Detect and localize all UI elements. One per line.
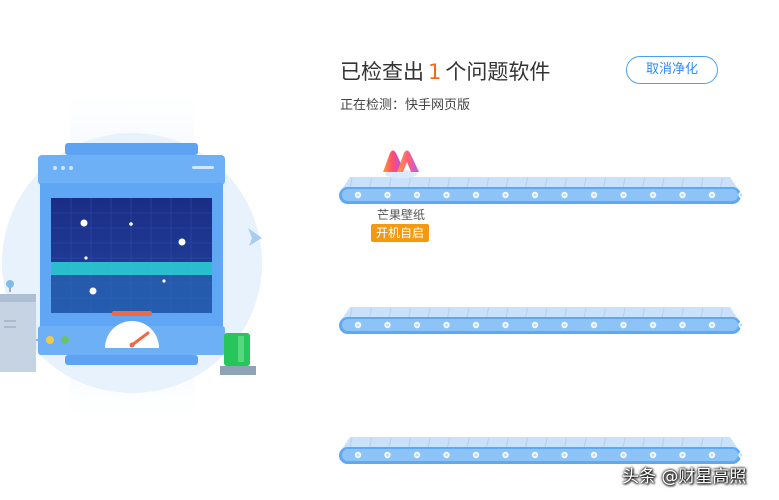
issue-count: 1 xyxy=(428,60,442,84)
title-prefix: 已检查出 xyxy=(340,60,424,84)
conveyor-belt-1 xyxy=(339,177,742,204)
conveyor-belt-3 xyxy=(339,437,742,464)
gauge-icon xyxy=(105,311,159,348)
scanner-illustration xyxy=(0,95,262,415)
title-suffix: 个问题软件 xyxy=(445,60,551,84)
autostart-badge: 开机自启 xyxy=(371,224,430,242)
green-light-icon xyxy=(220,333,256,375)
arrow-icon xyxy=(248,228,262,246)
app-name: 芒果壁纸 xyxy=(377,208,426,222)
app-icon xyxy=(383,150,419,178)
scan-status: 正在检测：快手网页版 xyxy=(340,98,471,113)
watermark: 头条 @财星高照 xyxy=(622,467,747,487)
cancel-purify-button[interactable]: 取消净化 xyxy=(626,56,718,84)
conveyor-belt-2 xyxy=(339,307,742,334)
